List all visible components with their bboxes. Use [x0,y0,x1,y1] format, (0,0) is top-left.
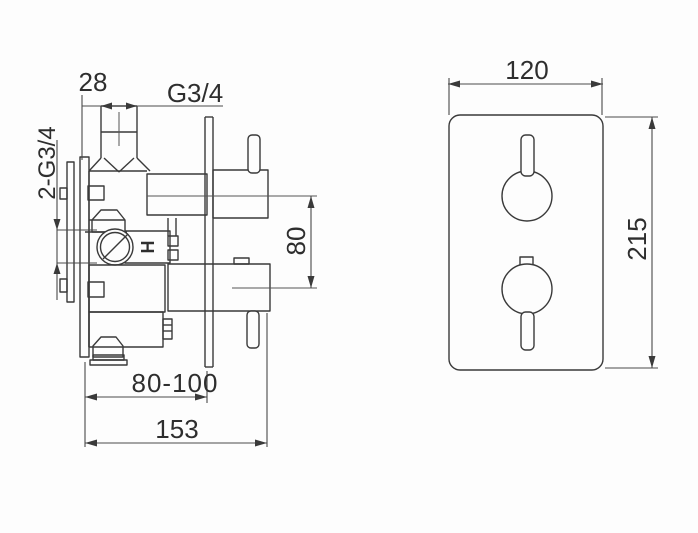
lower-knob [501,256,553,351]
dim-pipe: 28 G3/4 [79,67,223,160]
upper-knob [501,134,553,222]
dim-port-spacing: 80 [281,196,315,288]
mounting-plate [204,116,214,368]
dim-label-port-spacing: 80 [281,227,311,256]
dim-total-depth: 153 [85,313,268,447]
wall-bracket [59,156,105,358]
hot-marker: H [137,241,157,254]
trim-plate [448,114,604,371]
lower-body [88,264,173,366]
dim-label-total-depth: 153 [155,414,198,444]
dim-label-depth-range: 80-100 [132,368,219,398]
lower-cartridge [167,257,271,312]
dim-label-pipe-width: 28 [79,67,108,97]
upper-cartridge [146,169,269,236]
dim-label-inlet-threads: 2-G3/4 [34,126,61,199]
dim-plate-width: 120 [448,55,603,115]
top-pipe [88,105,151,173]
inlet-port: H [91,209,179,266]
side-view: H 28 G3/4 [34,67,317,447]
dim-label-top-thread: G3/4 [167,78,223,108]
dim-label-plate-width: 120 [505,55,548,85]
front-view: 120 215 [448,55,658,371]
dim-depth-range: 80-100 [84,362,219,447]
lower-handle-stem [246,310,260,349]
dim-label-plate-height: 215 [622,217,652,260]
upper-handle-stem [247,134,261,174]
dim-inlets: 2-G3/4 [34,126,97,300]
dim-plate-height: 215 [605,116,658,369]
